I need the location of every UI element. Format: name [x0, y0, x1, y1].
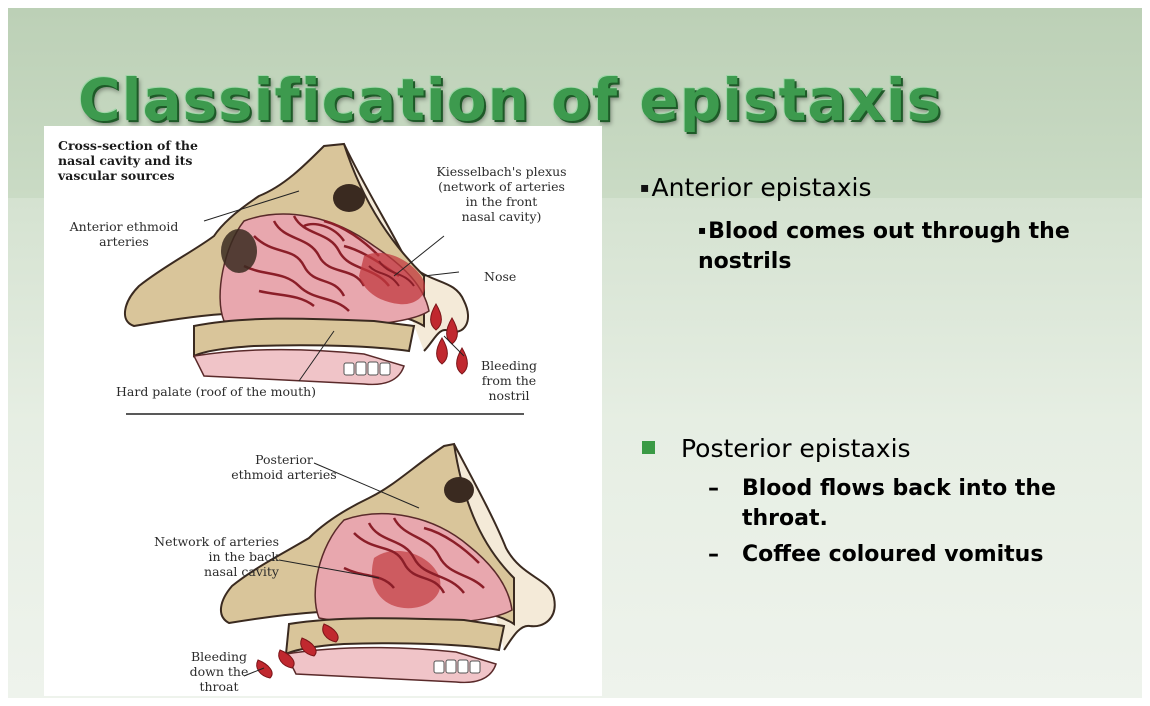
posterior-heading: Posterior epistaxis [681, 434, 911, 463]
anterior-heading: Anterior epistaxis [652, 173, 872, 202]
slide: Classification of epistaxis [8, 8, 1142, 698]
bullet-marker: ▪ [640, 180, 650, 196]
posterior-point-text: Blood flows back into the throat. [742, 474, 1108, 534]
label-posterior-ethmoid: Posterior ethmoid arteries [209, 452, 359, 482]
dash-marker: – [708, 540, 719, 570]
dash-marker: – [708, 474, 719, 504]
slide-title: Classification of epistaxis [78, 66, 942, 134]
label-hard-palate: Hard palate (roof of the mouth) [116, 384, 316, 399]
label-network-back: Network of arteries in the back nasal ca… [84, 534, 279, 579]
label-bleeding-nostril: Bleeding from the nostril [464, 358, 554, 403]
bullet-marker: ▪ [698, 223, 706, 237]
label-nose: Nose [484, 269, 516, 284]
label-kiesselbach: Kiesselbach's plexus (network of arterie… [414, 164, 589, 224]
green-square-bullet-icon [642, 441, 655, 454]
anterior-point-text: Blood comes out through the nostrils [698, 219, 1070, 274]
label-bleeding-throat: Bleeding down the throat [174, 649, 264, 694]
posterior-heading-item: Posterior epistaxis [642, 434, 911, 463]
posterior-point-1: –Blood flows back into the throat. [708, 474, 1108, 534]
posterior-point-text: Coffee coloured vomitus [742, 540, 1108, 570]
anterior-point: ▪Blood comes out through the nostrils [698, 215, 1098, 277]
nasal-cavity-illustration: Cross-section of the nasal cavity and it… [44, 126, 602, 696]
figure-caption: Cross-section of the nasal cavity and it… [58, 138, 198, 183]
anterior-heading-item: ▪Anterior epistaxis [640, 173, 871, 202]
posterior-point-2: –Coffee coloured vomitus [708, 540, 1108, 570]
label-anterior-ethmoid: Anterior ethmoid arteries [54, 219, 194, 249]
